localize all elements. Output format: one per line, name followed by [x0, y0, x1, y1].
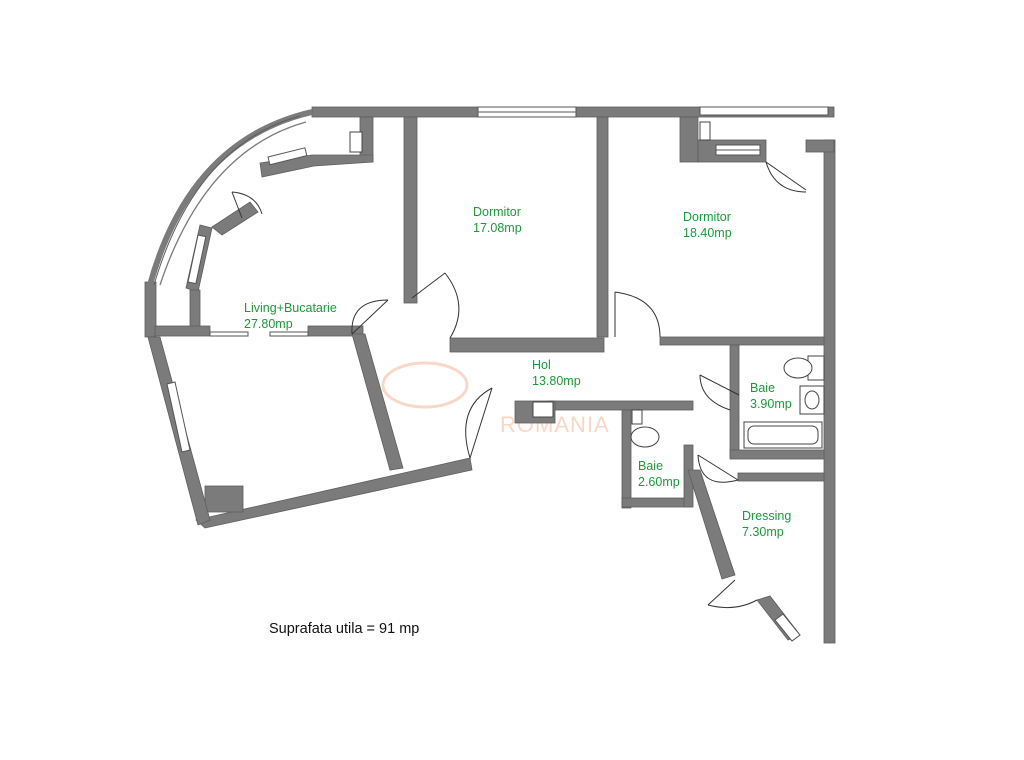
door-bedroom2-swing: [614, 291, 661, 338]
door-living-hol-leaf: [351, 299, 389, 335]
door-living-curve: [231, 191, 263, 219]
door-living-hol-swing: [351, 299, 389, 335]
wall-living-inner-left: [189, 289, 201, 329]
doors: [231, 161, 807, 609]
interior-walls: [147, 116, 835, 641]
wall-right: [823, 139, 836, 644]
door-bedroom1-swing: [444, 272, 460, 339]
wall-living-corner: [204, 485, 244, 513]
door-dressing-balcony: [707, 579, 758, 609]
wall-baie-large-left: [729, 344, 740, 458]
wall-baie-small-left: [621, 409, 632, 509]
wall-hol-lower: [547, 400, 694, 411]
wall-bedroom1-bedroom2: [596, 116, 609, 338]
curved-window-line: [153, 115, 301, 286]
toilet-baie-small: [631, 409, 643, 425]
wall-bedroom2-right: [805, 139, 835, 153]
fixtures: [349, 121, 825, 449]
room-baie-1-name: Baie: [750, 381, 775, 395]
wall-baie-small-bottom: [621, 497, 691, 508]
room-labels: Living+Bucatarie 27.80mp Dormitor 17.08m…: [244, 205, 792, 539]
wall-living-bedroom1: [403, 116, 418, 304]
room-baie-2: Baie 2.60mp: [638, 459, 680, 489]
wall-bottom-living: [195, 457, 473, 529]
wall-bedroom2-bottom: [659, 336, 825, 346]
door-entrance-leaf: [469, 387, 493, 459]
windows: [166, 106, 829, 642]
room-bedroom-2-name: Dormitor: [683, 210, 731, 224]
wall-kitchen-divider-right: [307, 325, 364, 337]
wall-dressing-top: [737, 472, 825, 482]
door-dressing-balcony-leaf: [707, 579, 736, 606]
door-bedroom2-balcony-leaf: [765, 161, 807, 191]
door-baie-large-leaf: [699, 374, 740, 396]
wall-kitchen-diagonal: [351, 333, 404, 471]
room-dressing-name: Dressing: [742, 509, 791, 523]
door-dressing: [697, 454, 739, 483]
window-dressing: [774, 613, 801, 642]
door-living-curve-leaf: [231, 191, 243, 219]
door-dressing-leaf: [697, 454, 739, 481]
curved-inner-wall: [159, 121, 307, 286]
room-living: Living+Bucatarie 27.80mp: [244, 301, 337, 331]
sink-bedroom2-top: [699, 121, 711, 141]
room-hol-area: 13.80mp: [532, 374, 581, 388]
window-living-curve-b: [187, 234, 207, 285]
usable-area-summary: Suprafata utila = 91 mp: [269, 621, 419, 637]
door-dressing-swing: [697, 454, 739, 483]
door-bedroom2-balcony-swing: [765, 161, 807, 193]
sink-baie-large-bowl: [804, 390, 820, 410]
door-bedroom1-leaf: [411, 272, 446, 299]
sink-living-top: [349, 131, 363, 153]
bathtub-baie-large-inner: [747, 425, 819, 445]
toilet-baie-large-bowl: [783, 357, 813, 379]
door-entrance-swing: [465, 387, 493, 459]
watermark-logo-swoosh: [381, 361, 469, 409]
door-bedroom2-balcony: [765, 161, 807, 193]
window-sliding-kitchen-left: [209, 331, 249, 337]
room-dressing: Dressing 7.30mp: [742, 509, 791, 539]
window-living-curve-a: [267, 147, 308, 166]
room-hol: Hol 13.80mp: [532, 358, 581, 388]
room-living-name: Living+Bucatarie: [244, 301, 337, 315]
room-baie-2-area: 2.60mp: [638, 475, 680, 489]
curved-wall: [147, 109, 313, 286]
wall-bedroom1-bottom: [449, 337, 605, 353]
window-bedroom2: [699, 106, 829, 116]
room-baie-2-name: Baie: [638, 459, 663, 473]
room-baie-1: Baie 3.90mp: [750, 381, 792, 411]
door-baie-large: [699, 374, 740, 411]
door-bedroom2: [614, 291, 661, 338]
door-entrance: [465, 387, 493, 459]
room-baie-1-area: 3.90mp: [750, 397, 792, 411]
hol-cabinet: [532, 401, 554, 418]
wall-bedroom2-top-alcove: [679, 116, 699, 163]
door-bedroom1: [411, 272, 460, 339]
room-bedroom-2-area: 18.40mp: [683, 226, 732, 240]
room-bedroom-1: Dormitor 17.08mp: [473, 205, 522, 235]
door-baie-large-swing: [699, 374, 731, 411]
curved-outer-wall: [147, 109, 313, 286]
room-living-area: 27.80mp: [244, 317, 293, 331]
door-dressing-balcony-swing: [707, 599, 758, 609]
room-dressing-area: 7.30mp: [742, 525, 784, 539]
toilet-baie-small-bowl: [630, 426, 660, 448]
room-bedroom-1-name: Dormitor: [473, 205, 521, 219]
room-bedroom-2: Dormitor 18.40mp: [683, 210, 732, 240]
wall-dressing-left: [687, 469, 736, 580]
wall-living-kitchen-divider: [154, 325, 211, 337]
window-sliding-kitchen-right: [269, 331, 309, 337]
door-living-hol: [351, 299, 389, 335]
room-hol-name: Hol: [532, 358, 551, 372]
wall-left-lower: [144, 281, 157, 338]
door-living-curve-swing: [231, 191, 263, 215]
room-bedroom-1-area: 17.08mp: [473, 221, 522, 235]
window-living-left: [166, 381, 191, 453]
wall-living-segment-b: [211, 201, 259, 236]
wall-baie-large-bottom: [729, 449, 825, 460]
